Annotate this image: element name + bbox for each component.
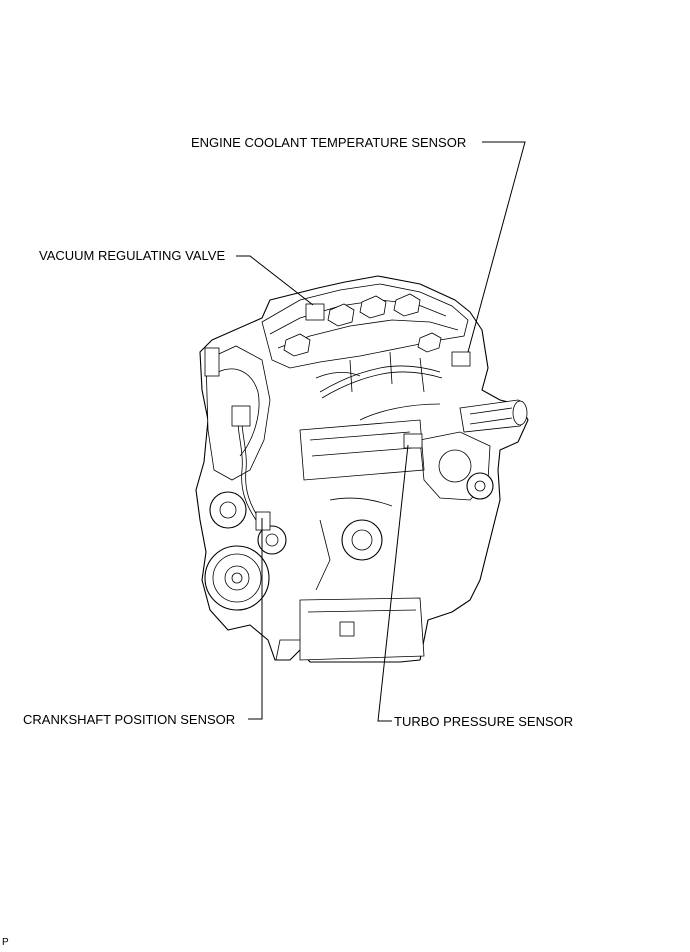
- fuel-lines: [315, 351, 443, 421]
- leader-vacuum-regulating-valve: [236, 255, 314, 306]
- figure-id: P: [2, 937, 9, 948]
- leader-turbo-pressure: [377, 444, 409, 722]
- leader-crankshaft-position: [248, 518, 263, 720]
- coolant-pipe: [459, 399, 528, 433]
- crank-pulley: [204, 545, 270, 611]
- label-engine-coolant-temperature-sensor: ENGINE COOLANT TEMPERATURE SENSOR: [191, 135, 466, 150]
- engine-illustration: [195, 275, 529, 663]
- label-crankshaft-position-sensor: CRANKSHAFT POSITION SENSOR: [23, 712, 235, 727]
- label-vacuum-regulating-valve: VACUUM REGULATING VALVE: [39, 248, 225, 263]
- label-turbo-pressure-sensor: TURBO PRESSURE SENSOR: [394, 714, 573, 729]
- leader-engine-coolant-temp: [467, 141, 526, 353]
- coil-packs: [283, 293, 442, 357]
- leader-lines: [236, 141, 526, 722]
